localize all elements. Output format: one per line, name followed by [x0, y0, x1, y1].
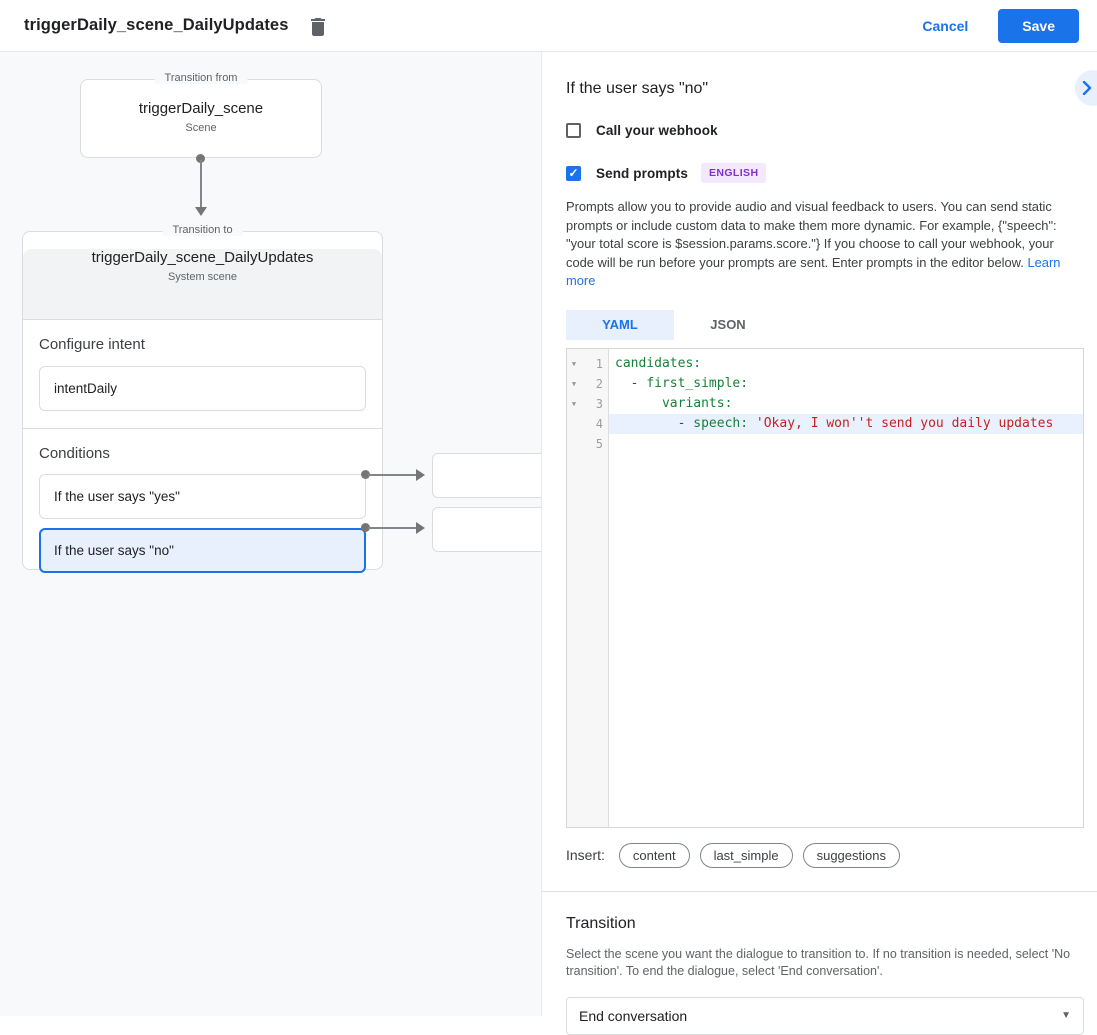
code-token: 'Okay, I won''t send you daily updates — [755, 415, 1054, 431]
gutter-line[interactable]: 5 — [567, 434, 608, 454]
intent-item[interactable]: intentDaily — [39, 366, 366, 411]
transition-to-legend: Transition to — [162, 224, 243, 236]
code-line[interactable]: variants: — [609, 394, 1083, 414]
code-line[interactable]: - first_simple: — [609, 374, 1083, 394]
arrow-right-icon — [416, 522, 425, 534]
trash-icon — [311, 17, 326, 36]
editor-format-tabs: YAML JSON — [566, 309, 1084, 340]
gutter-line[interactable]: ▼3 — [567, 394, 608, 414]
insert-chip-content[interactable]: content — [618, 842, 690, 868]
insert-label: Insert: — [566, 847, 605, 863]
top-bar: triggerDaily_scene_DailyUpdates Cancel S… — [0, 0, 1097, 52]
send-prompts-row: ✓ Send prompts ENGLISH — [566, 163, 1084, 183]
prompts-description-text: Prompts allow you to provide audio and v… — [566, 199, 1057, 270]
code-token — [615, 396, 662, 411]
connector-dot — [361, 523, 370, 532]
connector-dot — [196, 154, 205, 163]
flow-node-target-yes[interactable] — [432, 453, 541, 498]
insert-chip-last-simple[interactable]: last_simple — [699, 842, 793, 868]
learn-more-link[interactable]: Learn more — [566, 254, 1061, 289]
webhook-label: Call your webhook — [596, 123, 718, 138]
arrow-down-icon — [195, 207, 207, 216]
code-token: - — [615, 415, 694, 431]
flow-node-transition-to[interactable]: Transition to triggerDaily_scene_DailyUp… — [22, 224, 383, 573]
line-number: 1 — [595, 356, 603, 371]
fold-arrow-icon[interactable]: ▼ — [571, 379, 577, 388]
fold-arrow-icon[interactable]: ▼ — [571, 359, 577, 368]
from-scene-name: triggerDaily_scene — [138, 100, 264, 117]
gutter-line[interactable]: ▼2 — [567, 374, 608, 394]
condition-title: If the user says "no" — [566, 80, 709, 97]
editor-code[interactable]: candidates: - first_simple: variants: - … — [609, 349, 1083, 827]
arrow-right-icon — [416, 469, 425, 481]
prompts-description: Prompts allow you to provide audio and v… — [566, 198, 1084, 291]
from-scene-type: Scene — [185, 122, 217, 134]
connector-dot — [361, 470, 370, 479]
scene-flow-canvas: Transition from triggerDaily_scene Scene… — [0, 52, 542, 1016]
fold-arrow-icon[interactable]: ▼ — [571, 399, 577, 408]
condition-label: If the user says "yes" — [54, 489, 180, 504]
condition-label: If the user says "no" — [54, 543, 174, 558]
code-line[interactable]: candidates: — [609, 354, 1083, 374]
tab-yaml[interactable]: YAML — [566, 309, 674, 340]
line-number: 3 — [595, 396, 603, 411]
condition-detail-panel: If the user says "no" Call your webhook … — [542, 52, 1097, 1035]
code-line[interactable]: - speech: 'Okay, I won''t send you daily… — [609, 413, 1083, 434]
code-token: first_simple: — [646, 375, 749, 391]
code-line[interactable] — [609, 434, 1083, 454]
line-number: 5 — [595, 436, 603, 451]
delete-scene-button[interactable] — [306, 14, 330, 38]
insert-row: Insert: content last_simple suggestions — [566, 842, 1084, 868]
collapse-panel-button[interactable] — [1075, 70, 1097, 106]
cancel-button[interactable]: Cancel — [922, 17, 969, 34]
webhook-checkbox[interactable] — [566, 123, 581, 138]
webhook-row: Call your webhook — [566, 123, 1084, 138]
connector-line — [368, 474, 417, 476]
language-badge: ENGLISH — [700, 163, 767, 183]
intent-name: intentDaily — [54, 381, 118, 396]
gutter-line[interactable]: 4 — [567, 414, 608, 434]
configure-intent-label: Configure intent — [39, 336, 145, 353]
to-scene-header: triggerDaily_scene_DailyUpdates System s… — [23, 249, 382, 320]
insert-chip-suggestions[interactable]: suggestions — [802, 842, 900, 868]
code-token: candidates: — [615, 355, 702, 371]
code-token: variants: — [661, 395, 733, 411]
connector-line — [368, 527, 417, 529]
condition-item-yes[interactable]: If the user says "yes" — [39, 474, 366, 519]
transition-section-title: Transition — [566, 914, 636, 932]
save-button[interactable]: Save — [998, 8, 1079, 43]
transition-description: Select the scene you want the dialogue t… — [566, 946, 1071, 978]
line-number: 4 — [595, 416, 603, 431]
section-divider — [542, 890, 1097, 892]
code-token: speech: — [693, 415, 749, 431]
conditions-label: Conditions — [39, 445, 110, 462]
send-prompts-label: Send prompts — [596, 165, 688, 181]
page-title: triggerDaily_scene_DailyUpdates — [24, 16, 289, 34]
flow-node-target-no[interactable] — [432, 507, 541, 552]
to-scene-name: triggerDaily_scene_DailyUpdates — [91, 249, 314, 266]
connector-line — [200, 160, 202, 208]
chevron-right-icon — [1082, 81, 1092, 95]
flow-node-transition-from[interactable]: Transition from triggerDaily_scene Scene — [80, 72, 322, 158]
to-scene-type: System scene — [167, 271, 238, 283]
card-divider — [23, 428, 382, 429]
gutter-line[interactable]: ▼1 — [567, 354, 608, 374]
condition-item-no[interactable]: If the user says "no" — [39, 528, 366, 573]
transition-from-legend: Transition from — [154, 72, 248, 84]
line-number: 2 — [595, 376, 603, 391]
code-token: - — [615, 375, 647, 391]
tab-json[interactable]: JSON — [710, 317, 746, 332]
send-prompts-checkbox[interactable]: ✓ — [566, 165, 581, 181]
code-token — [748, 416, 756, 431]
